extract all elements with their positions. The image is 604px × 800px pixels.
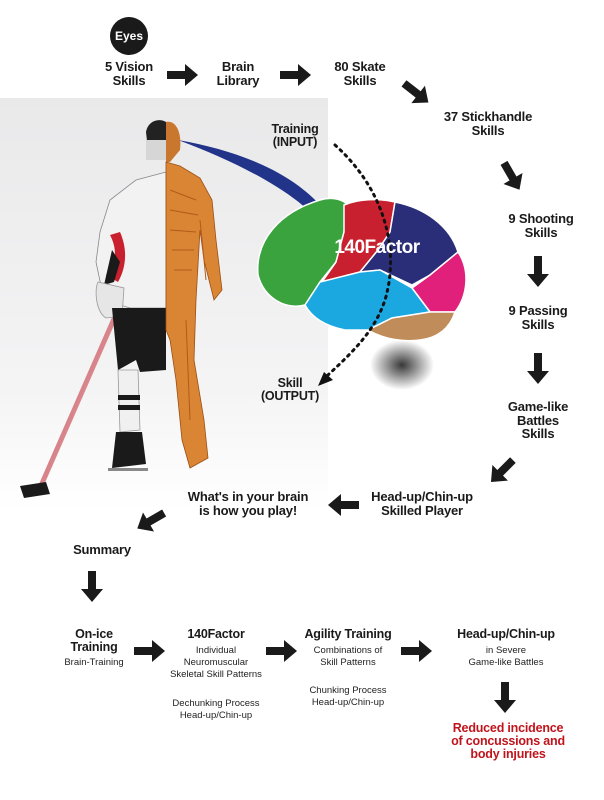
eyes-badge: Eyes <box>110 17 148 55</box>
arrow-headup-to-result <box>494 682 516 713</box>
flow-headup-skilled-player: Head-up/Chin-up Skilled Player <box>371 489 473 518</box>
arrow-battles-to-headup <box>490 457 516 483</box>
brain-output-label: Skill (OUTPUT) <box>260 376 320 404</box>
agility-sub2: Chunking Process Head-up/Chin-up <box>309 685 387 708</box>
arrow-headup-to-brainplay <box>328 494 359 516</box>
headup-sub: in Severe Game-like Battles <box>468 645 544 668</box>
arrow-shooting-to-passing <box>527 256 549 287</box>
factor-title: 140Factor <box>187 627 245 641</box>
flow-passing-skills: 9 Passing Skills <box>508 303 568 332</box>
arrow-onice-to-factor <box>134 640 165 662</box>
arrow-factor-to-agility <box>266 640 297 662</box>
result-text: Reduced incidence of concussions and bod… <box>451 721 565 762</box>
factor-sub: Individual Neuromuscular Skeletal Skill … <box>170 645 262 680</box>
onice-title: On-ice Training <box>70 627 118 655</box>
arrow-summary-to-onice <box>81 571 103 602</box>
arrow-skate-to-stickhandle <box>401 80 429 104</box>
brain-input-label: Training (INPUT) <box>271 122 319 150</box>
flow-summary: Summary <box>73 542 131 557</box>
flow-brain-library: Brain Library <box>216 59 260 88</box>
arrow-stickhandle-to-shooting <box>500 160 523 190</box>
arrow-agility-to-headup <box>401 640 432 662</box>
agility-title: Agility Training <box>304 627 392 641</box>
hockey-stick-blade <box>20 482 50 498</box>
anatomy-body <box>165 161 223 469</box>
onice-sub: Brain-Training <box>64 657 124 668</box>
output-arrowhead <box>318 372 333 386</box>
flow-brain-play: What's in your brain is how you play! <box>187 489 309 518</box>
flow-skate-skills: 80 Skate Skills <box>334 59 386 88</box>
brain-lobe-motor <box>320 198 396 284</box>
arrow-library-to-skate <box>280 64 311 86</box>
brain-center-label: 140Factor <box>334 237 420 258</box>
flow-stickhandle-skills: 37 Stickhandle Skills <box>443 109 533 138</box>
brain-lobe-frontal <box>257 197 349 307</box>
skate <box>112 432 146 468</box>
agility-sub: Combinations of Skill Patterns <box>313 645 383 668</box>
arrow-passing-to-battles <box>527 353 549 384</box>
arrow-vision-to-library <box>167 64 198 86</box>
brain-lobe-cerebellum <box>366 311 457 342</box>
hockey-player-illustration <box>20 120 223 498</box>
sock <box>117 369 141 433</box>
flow-vision-skills: 5 Vision Skills <box>104 59 153 88</box>
pants <box>112 308 166 372</box>
brain-lobe-temporal <box>304 269 432 331</box>
headup-title: Head-up/Chin-up <box>457 627 555 641</box>
input-output-dotted-path <box>326 143 392 377</box>
face-cage <box>146 140 166 160</box>
brain-stem-shadow <box>370 340 434 390</box>
flow-shooting-skills: 9 Shooting Skills <box>508 211 574 240</box>
flow-battles-skills: Game-like Battles Skills <box>507 399 569 442</box>
arrow-brainplay-to-summary <box>137 509 167 532</box>
brain-illustration <box>257 197 467 390</box>
anatomy-head <box>166 121 181 162</box>
factor-sub2: Dechunking Process Head-up/Chin-up <box>172 698 260 721</box>
